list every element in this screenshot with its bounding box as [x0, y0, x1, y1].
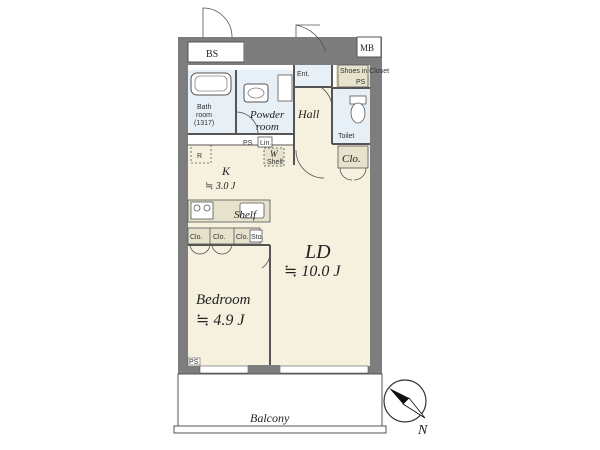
clo-hall-box	[337, 145, 369, 169]
bath-label-2: room	[196, 112, 212, 119]
ent-label: Ent.	[297, 71, 310, 78]
entrance-floor	[294, 65, 332, 87]
lin-box	[257, 136, 273, 148]
bs-label: BS	[206, 49, 218, 60]
powder-door-swing	[235, 111, 259, 135]
balcony-rail	[173, 425, 387, 434]
w-label: W	[270, 149, 279, 159]
shoe-closet-label: Shoes in Closet	[340, 68, 389, 75]
bottom-windows	[199, 365, 369, 374]
clo-door-swing	[339, 167, 367, 181]
hall-door-swing	[321, 87, 333, 113]
r-label: R	[197, 153, 202, 160]
burner-2	[203, 204, 211, 212]
washbasin-bowl	[247, 87, 265, 99]
mb-label: MB	[360, 43, 374, 53]
bedroom-label: Bedroom	[196, 292, 251, 308]
wall-right	[370, 37, 382, 373]
washer-box	[263, 147, 285, 167]
wall-left	[178, 37, 188, 373]
shelf-small-label: Shelf	[267, 159, 283, 166]
shoe-closet-area	[336, 65, 370, 87]
shoe-closet-box	[337, 64, 369, 88]
ps-mid-label: PS	[243, 140, 253, 147]
balcony	[177, 373, 383, 432]
closet-door-swings	[189, 243, 233, 255]
refrigerator-box	[190, 144, 212, 164]
ps-top-label: PS	[356, 79, 366, 86]
ld-area-label: ≒ 10.0 J	[284, 263, 341, 280]
compass-ring	[383, 379, 427, 423]
powder-label-2: room	[256, 121, 279, 133]
main-floor	[188, 145, 370, 366]
sto-label: Sto.	[251, 234, 264, 241]
clo-2-label: Clo.	[213, 234, 226, 241]
interior-walls	[188, 65, 370, 365]
sto-box	[249, 229, 263, 243]
compass: N	[383, 379, 428, 438]
ps-bottom-box	[187, 357, 201, 366]
bath-label-1: Bath	[197, 104, 212, 111]
compass-needle-dark	[389, 388, 409, 404]
top-door-swings	[202, 7, 327, 53]
k-area-label: ≒ 3.0 J	[205, 181, 236, 192]
washbasin	[243, 83, 269, 103]
shelf-label: Shelf	[234, 209, 258, 221]
ps-bottom-label: PS	[189, 359, 199, 366]
hall-label: Hall	[297, 107, 320, 121]
stove	[190, 201, 214, 220]
bedroom-door-swing	[261, 251, 271, 269]
k-label: K	[221, 164, 231, 178]
diagonal-shaft	[244, 37, 290, 65]
clo-3-label: Clo.	[236, 234, 249, 241]
bathtub-inner	[194, 75, 228, 92]
compass-n-label: N	[417, 423, 428, 438]
powder-cabinet	[277, 74, 293, 102]
lin-label: Lin.	[260, 140, 271, 147]
bathtub	[190, 72, 232, 96]
mb-box	[356, 36, 382, 58]
burner-1	[193, 204, 201, 212]
toilet-label: Toilet	[338, 133, 354, 140]
toilet-bowl	[350, 102, 366, 124]
clo-hall-label: Clo.	[342, 153, 361, 165]
entry-door-swing	[295, 149, 325, 179]
clo-1-label: Clo.	[190, 234, 203, 241]
compass-needle-light	[402, 397, 426, 419]
bath-label-3: (1317)	[194, 120, 214, 127]
ld-label: LD	[304, 241, 331, 263]
bed-area-label: ≒ 4.9 J	[196, 312, 245, 329]
powder-label-1: Powder	[249, 109, 285, 121]
balcony-label: Balcony	[250, 411, 290, 425]
sink	[239, 202, 265, 219]
